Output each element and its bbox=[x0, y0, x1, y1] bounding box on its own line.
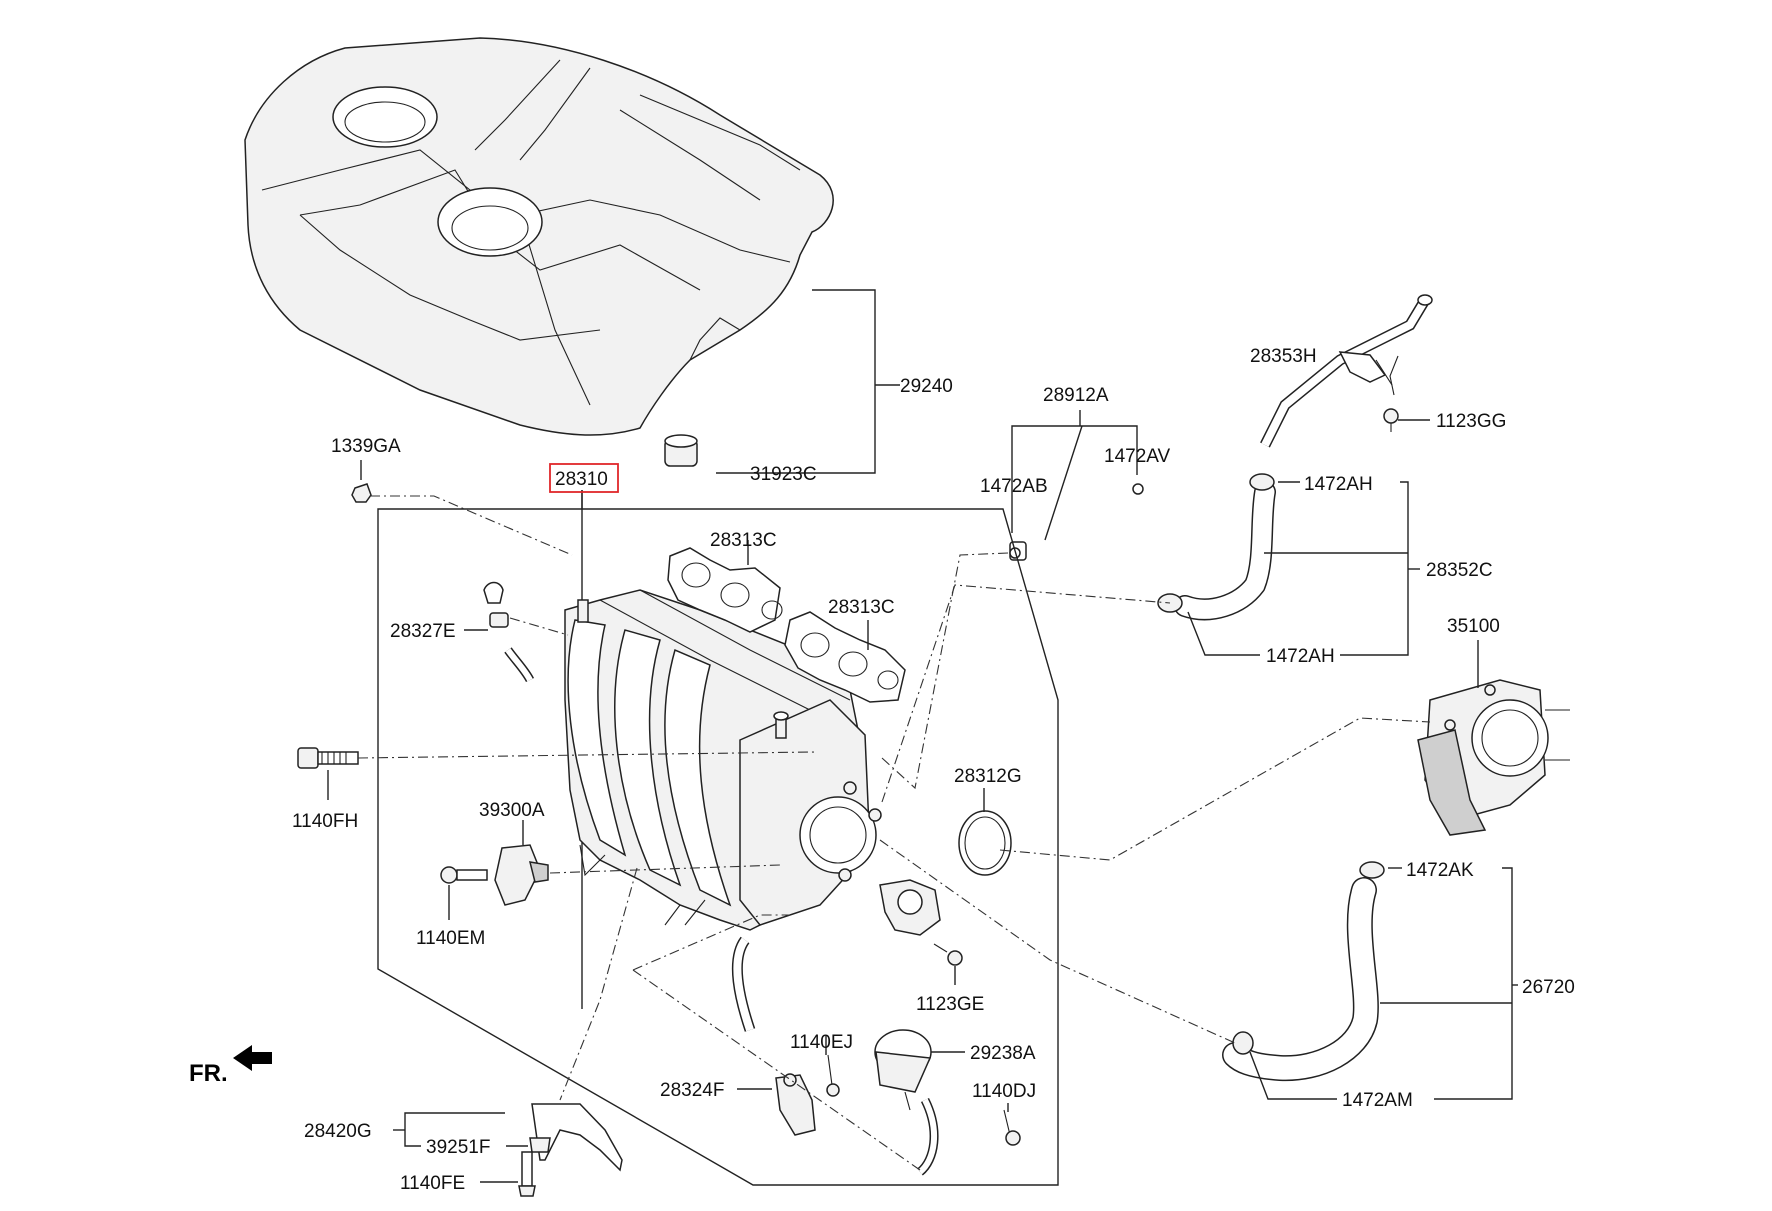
label-1472AH-bottom[interactable]: 1472AH bbox=[1266, 646, 1335, 667]
clip-39251F-drawing[interactable] bbox=[529, 1137, 551, 1153]
label-1140DJ[interactable]: 1140DJ bbox=[972, 1081, 1036, 1102]
front-direction-arrow bbox=[233, 1045, 272, 1071]
bolt-1140FH-drawing[interactable] bbox=[297, 747, 359, 769]
label-28353H[interactable]: 28353H bbox=[1250, 346, 1317, 367]
engine-cover-drawing[interactable] bbox=[244, 37, 834, 436]
front-direction-label: FR. bbox=[189, 1060, 228, 1087]
label-1140EM[interactable]: 1140EM bbox=[416, 928, 485, 949]
map-sensor-39300A-drawing[interactable] bbox=[494, 844, 549, 906]
hose-28912A-drawing[interactable] bbox=[1009, 483, 1144, 561]
label-1140FE[interactable]: 1140FE bbox=[400, 1173, 465, 1194]
label-28912A[interactable]: 28912A bbox=[1043, 385, 1109, 406]
label-1123GG[interactable]: 1123GG bbox=[1436, 411, 1506, 432]
gasket-28313C-b-drawing[interactable] bbox=[784, 611, 906, 703]
label-1472AB[interactable]: 1472AB bbox=[980, 476, 1048, 497]
label-28312G[interactable]: 28312G bbox=[954, 766, 1022, 787]
label-1140FH[interactable]: 1140FH bbox=[292, 811, 358, 832]
pcv-valve-28327E-drawing[interactable] bbox=[483, 581, 535, 683]
label-28313C-a[interactable]: 28313C bbox=[710, 530, 777, 551]
bolt-1140EM-drawing[interactable] bbox=[440, 866, 488, 884]
bolt-1339GA-drawing[interactable] bbox=[351, 483, 372, 503]
valve-28324F-drawing[interactable] bbox=[775, 1073, 816, 1136]
hose-26720-drawing[interactable] bbox=[1222, 861, 1385, 1082]
label-28327E[interactable]: 28327E bbox=[390, 621, 456, 642]
label-1140EJ[interactable]: 1140EJ bbox=[790, 1032, 853, 1053]
hose-small-drawing[interactable] bbox=[731, 936, 939, 1176]
pipe-28353H-drawing[interactable] bbox=[1260, 294, 1433, 448]
label-28324F[interactable]: 28324F bbox=[660, 1080, 724, 1101]
label-39300A[interactable]: 39300A bbox=[479, 800, 545, 821]
grommet-31923C-drawing[interactable] bbox=[664, 434, 698, 467]
bolt-1140EJ-drawing[interactable] bbox=[826, 1054, 840, 1097]
label-28352C[interactable]: 28352C bbox=[1426, 560, 1493, 581]
label-1339GA[interactable]: 1339GA bbox=[331, 436, 401, 457]
label-1472AH-top[interactable]: 1472AH bbox=[1304, 474, 1373, 495]
label-28310[interactable]: 28310 bbox=[555, 469, 608, 490]
throttle-body-35100-drawing[interactable] bbox=[1417, 679, 1570, 836]
highlight-box-28310 bbox=[549, 463, 619, 493]
label-29238A[interactable]: 29238A bbox=[970, 1043, 1036, 1064]
label-29240[interactable]: 29240 bbox=[900, 376, 953, 397]
label-28420G[interactable]: 28420G bbox=[304, 1121, 372, 1142]
bracket-28420G-drawing[interactable] bbox=[531, 1103, 623, 1172]
label-28313C-b[interactable]: 28313C bbox=[828, 597, 895, 618]
label-1472AM[interactable]: 1472AM bbox=[1342, 1090, 1413, 1111]
gasket-28313C-a-drawing[interactable] bbox=[667, 547, 783, 633]
bolt-1123GE-drawing[interactable] bbox=[933, 943, 963, 966]
label-26720[interactable]: 26720 bbox=[1522, 977, 1575, 998]
label-1472AV[interactable]: 1472AV bbox=[1104, 446, 1171, 467]
label-39251F[interactable]: 39251F bbox=[426, 1137, 490, 1158]
bolt-1140FE-drawing[interactable] bbox=[518, 1151, 536, 1197]
label-35100[interactable]: 35100 bbox=[1447, 616, 1500, 637]
bolt-1140DJ-drawing[interactable] bbox=[1003, 1109, 1021, 1146]
label-1472AK[interactable]: 1472AK bbox=[1406, 860, 1474, 881]
label-1123GE[interactable]: 1123GE bbox=[916, 994, 984, 1015]
solenoid-valve-drawing[interactable] bbox=[879, 879, 941, 936]
hose-28352C-drawing[interactable] bbox=[1157, 473, 1276, 621]
label-31923C[interactable]: 31923C bbox=[750, 464, 817, 485]
gasket-28312G-drawing[interactable] bbox=[958, 810, 1012, 876]
solenoid-29238A-drawing[interactable] bbox=[874, 1029, 932, 1111]
bolt-1123GG-drawing[interactable] bbox=[1383, 408, 1399, 432]
